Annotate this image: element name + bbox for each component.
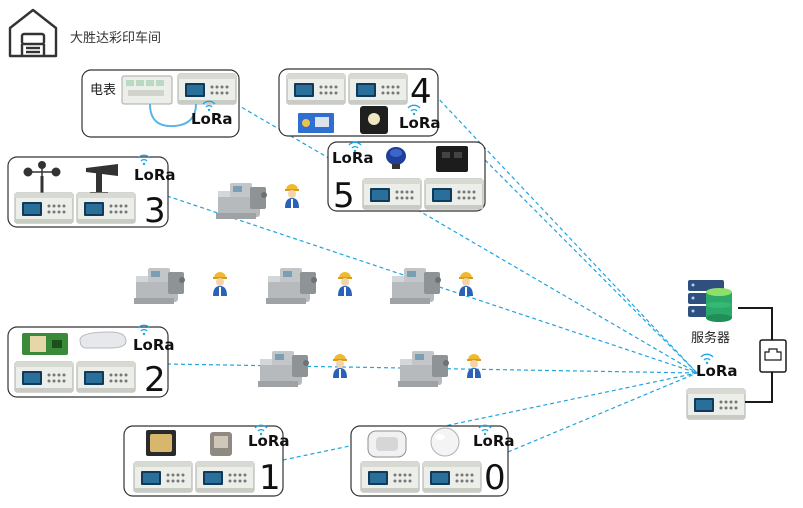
light-sensor-icon — [360, 106, 388, 134]
worker-icon — [338, 272, 352, 296]
machine-icon — [266, 268, 317, 304]
factory-icon — [8, 8, 58, 58]
lora-badge: LoRa — [473, 432, 515, 450]
machine-icon — [258, 351, 309, 387]
group-5 — [327, 141, 486, 212]
group-2 — [7, 324, 169, 398]
page-title: 大胜达彩印车间 — [70, 31, 162, 46]
sensor-box-icon — [146, 430, 176, 456]
group-digit-2: 2 — [144, 360, 166, 400]
link-0 — [507, 372, 698, 453]
sensor-dome-icon — [367, 430, 407, 458]
worker-icon — [459, 272, 473, 296]
link-4 — [434, 94, 698, 374]
worker-icon — [213, 272, 227, 296]
sensor-board-icon — [298, 113, 334, 133]
temperature-probe-icon — [210, 432, 232, 456]
group-digit-5: 5 — [333, 176, 355, 216]
lora-badge: LoRa — [332, 149, 374, 167]
worker-icon — [285, 184, 299, 208]
group-digit-4: 4 — [410, 72, 432, 112]
group-0 — [350, 424, 509, 497]
group-digit-1: 1 — [259, 458, 281, 498]
lora-badge: LoRa — [191, 110, 233, 128]
meter-label: 电表 — [90, 83, 117, 98]
gps-module-icon — [22, 333, 68, 355]
group-1 — [123, 424, 284, 497]
machine-icon — [398, 351, 449, 387]
group-digit-3: 3 — [144, 191, 166, 231]
electric-meter-icon — [121, 75, 173, 105]
sensor-ball-icon — [430, 427, 460, 457]
link-meter — [235, 103, 698, 374]
machine-row — [134, 183, 481, 387]
lora-badge: LoRa — [248, 432, 290, 450]
group-3 — [7, 154, 169, 228]
machine-icon — [390, 268, 441, 304]
lora-badge: LoRa — [696, 362, 738, 380]
group-digit-0: 0 — [484, 458, 506, 498]
database-icon — [706, 288, 732, 322]
group-meter — [81, 69, 240, 138]
worker-icon — [467, 354, 481, 378]
sensor-knob-icon — [386, 147, 406, 169]
group-4 — [278, 68, 439, 137]
sensor-module-icon — [436, 146, 468, 172]
worker-icon — [333, 354, 347, 378]
lora-badge: LoRa — [133, 336, 175, 354]
lora-badge: LoRa — [134, 166, 176, 184]
antenna-icon — [79, 331, 127, 349]
server-label: 服务器 — [691, 331, 731, 346]
link-5 — [484, 159, 698, 374]
link-2 — [166, 363, 698, 374]
lora-badge: LoRa — [399, 114, 441, 132]
machine-icon — [134, 268, 185, 304]
network-port-icon — [738, 307, 787, 403]
link-3 — [166, 195, 698, 374]
machine-icon — [216, 183, 267, 219]
lora-links — [166, 94, 698, 461]
